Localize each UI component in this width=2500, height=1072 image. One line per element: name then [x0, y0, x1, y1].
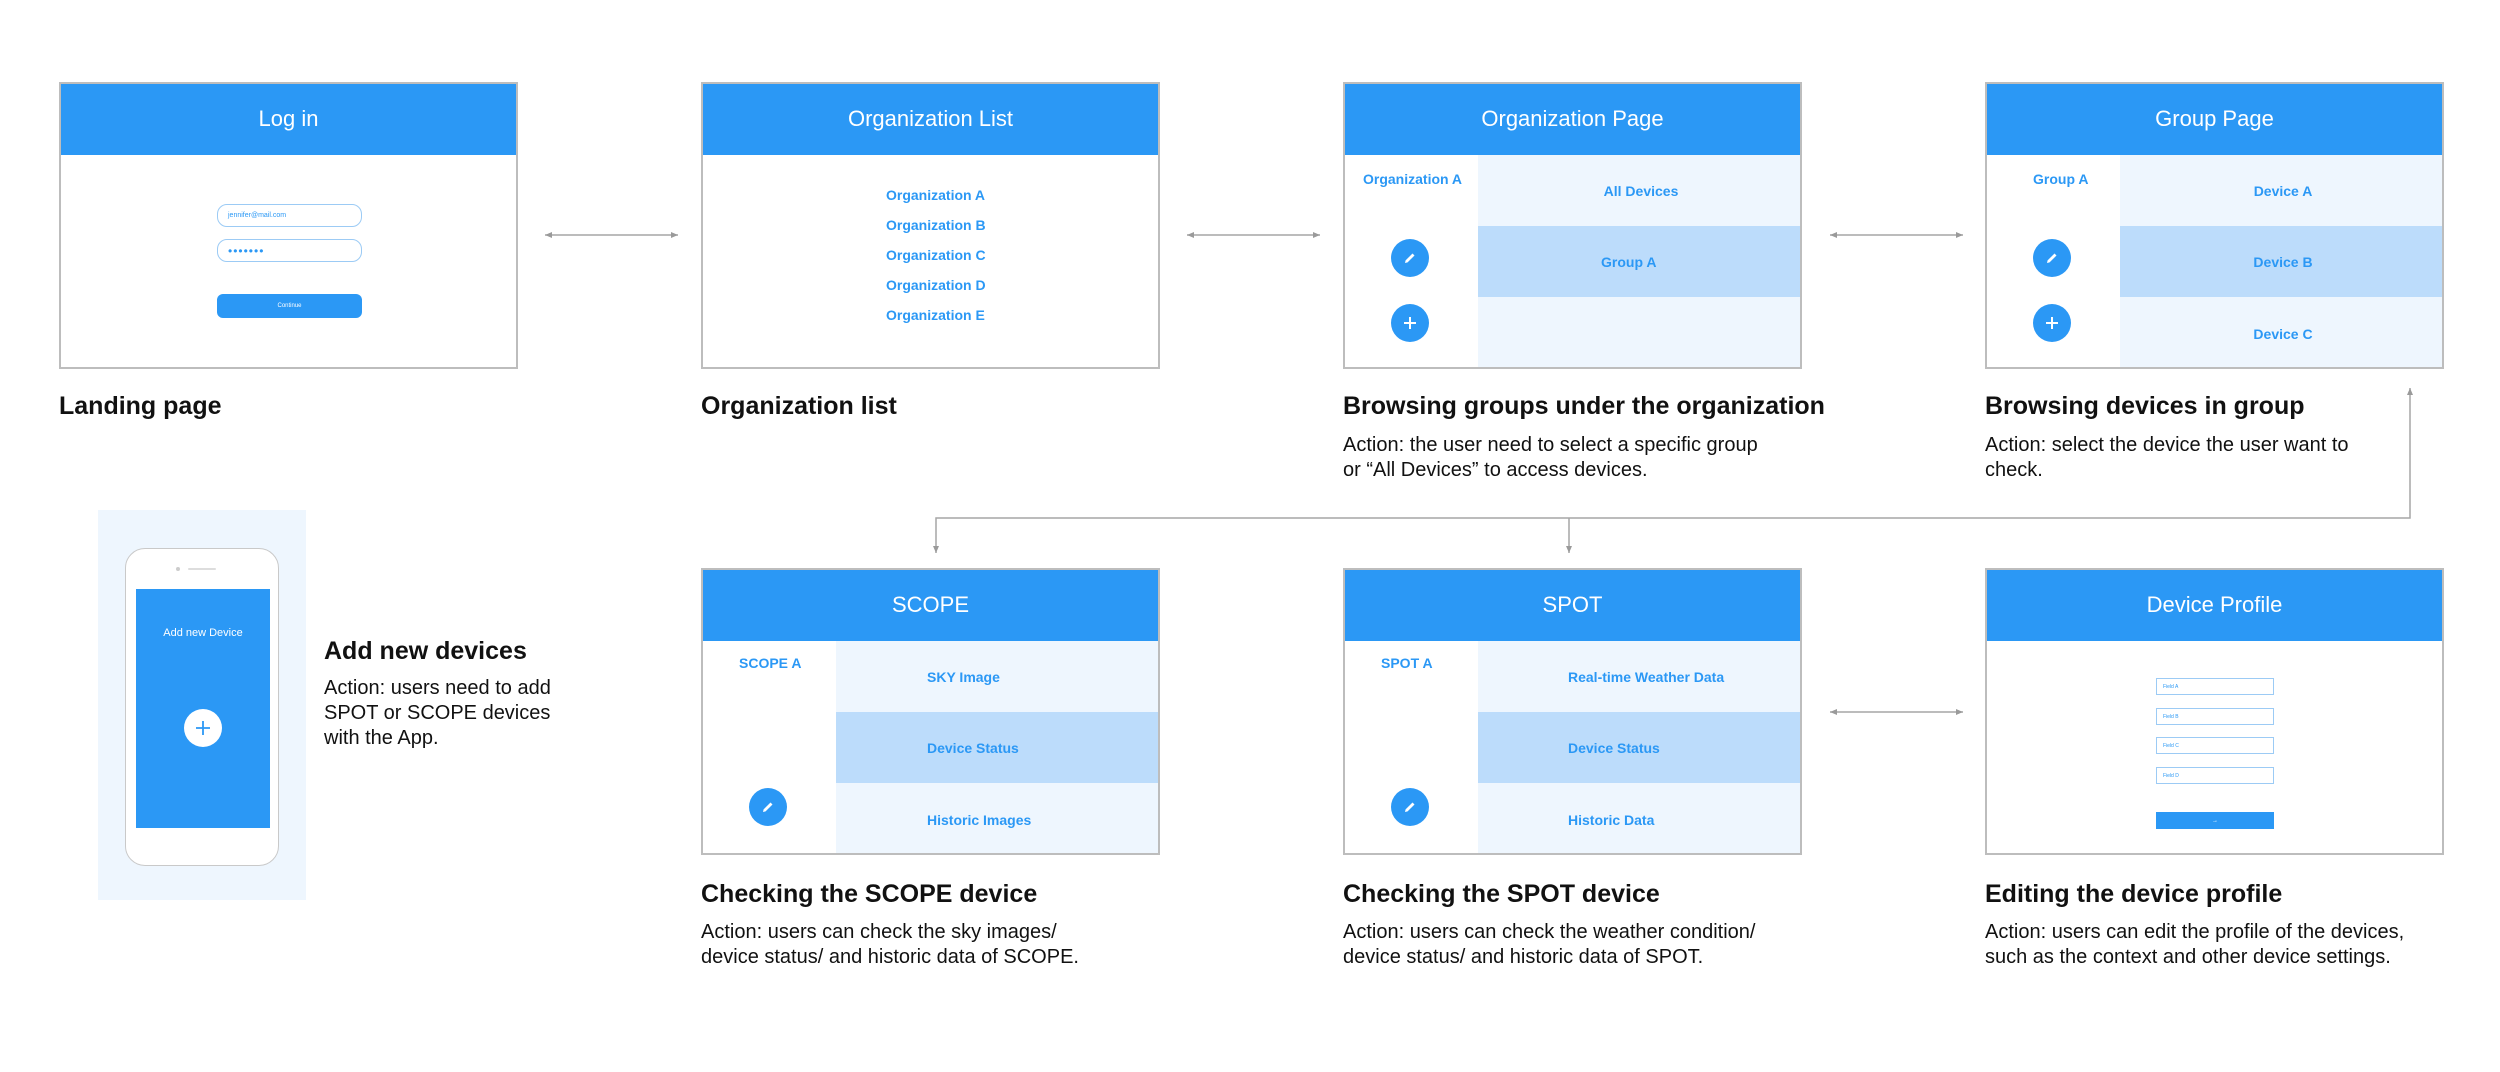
phone-caption: Add new devices — [324, 637, 527, 665]
row-weather-data[interactable]: Real-time Weather Data — [1478, 641, 1800, 712]
grouppage-desc: Action: select the device the user want … — [1985, 434, 2349, 481]
row-empty — [1478, 297, 1800, 367]
profile-field-c[interactable]: Field C — [2156, 737, 2274, 754]
phone-add-button[interactable] — [184, 709, 222, 747]
profile-field-d[interactable]: Field D — [2156, 767, 2274, 784]
spot-desc: Action: users can check the weather cond… — [1343, 921, 1756, 968]
row-device-a[interactable]: Device A — [2120, 155, 2442, 226]
org-item-d[interactable]: Organization D — [886, 277, 986, 293]
profile-submit-button[interactable]: → — [2156, 812, 2274, 829]
edit-button[interactable] — [1391, 788, 1429, 826]
row-device-status[interactable]: Device Status — [1478, 712, 1800, 783]
phone-panel: Add new Device — [98, 510, 306, 900]
org-item-a[interactable]: Organization A — [886, 187, 986, 203]
password-field[interactable]: ••••••• — [217, 239, 362, 262]
spot-header: SPOT — [1345, 570, 1800, 641]
profile-field-a[interactable]: Field A — [2156, 678, 2274, 695]
phone-camera-icon — [176, 567, 180, 571]
edit-button[interactable] — [1391, 239, 1429, 277]
pencil-icon — [763, 802, 773, 812]
pencil-icon — [1405, 253, 1415, 263]
profile-screen: Device Profile Field A Field B Field C F… — [1985, 568, 2444, 855]
pencil-icon — [2047, 253, 2057, 263]
add-button[interactable] — [2033, 304, 2071, 342]
login-header: Log in — [61, 84, 516, 155]
row-all-devices[interactable]: All Devices — [1478, 155, 1800, 226]
scope-header: SCOPE — [703, 570, 1158, 641]
continue-button[interactable]: Continue — [217, 294, 362, 318]
profile-field-b[interactable]: Field B — [2156, 708, 2274, 725]
profile-header: Device Profile — [1987, 570, 2442, 641]
org-item-c[interactable]: Organization C — [886, 247, 986, 263]
grouppage-screen: Group Page Group A Device A Device B Dev… — [1985, 82, 2444, 369]
spot-side-label: SPOT A — [1381, 655, 1433, 671]
org-item-e[interactable]: Organization E — [886, 307, 985, 323]
scope-screen: SCOPE SCOPE A SKY Image Device Status Hi… — [701, 568, 1160, 855]
grouppage-side-label: Group A — [2033, 171, 2089, 187]
grouppage-caption: Browsing devices in group — [1985, 392, 2305, 420]
plus-icon — [196, 721, 210, 735]
orglist-caption: Organization list — [701, 392, 897, 420]
login-caption: Landing page — [59, 392, 222, 420]
row-device-c[interactable]: Device C — [2120, 297, 2442, 367]
orgpage-side-label: Organization A — [1363, 171, 1463, 187]
phone-speaker-icon — [188, 568, 216, 570]
scope-desc: Action: users can check the sky images/ … — [701, 921, 1079, 968]
row-historic-data[interactable]: Historic Data — [1478, 783, 1800, 853]
row-group-a[interactable]: Group A — [1478, 226, 1800, 297]
grouppage-header: Group Page — [1987, 84, 2442, 155]
scope-side-label: SCOPE A — [739, 655, 802, 671]
row-historic-images[interactable]: Historic Images — [836, 783, 1158, 853]
profile-caption: Editing the device profile — [1985, 880, 2283, 908]
phone-desc: Action: users need to add SPOT or SCOPE … — [324, 677, 551, 749]
plus-icon — [2046, 317, 2058, 329]
spot-caption: Checking the SPOT device — [1343, 880, 1660, 908]
login-screen: Log in jennifer@mail.com ••••••• Continu… — [59, 82, 518, 369]
arrow-group-to-devices — [933, 388, 2413, 553]
email-field[interactable]: jennifer@mail.com — [217, 204, 362, 227]
add-button[interactable] — [1391, 304, 1429, 342]
profile-desc: Action: users can edit the profile of th… — [1985, 921, 2405, 968]
org-item-b[interactable]: Organization B — [886, 217, 986, 233]
orgpage-caption: Browsing groups under the organization — [1343, 392, 1825, 420]
orgpage-desc: Action: the user need to select a specif… — [1343, 434, 1758, 481]
row-sky-image[interactable]: SKY Image — [836, 641, 1158, 712]
pencil-icon — [1405, 802, 1415, 812]
orgpage-header: Organization Page — [1345, 84, 1800, 155]
phone-screen-title: Add new Device — [163, 627, 243, 639]
edit-button[interactable] — [749, 788, 787, 826]
phone-body: Add new Device — [125, 548, 279, 866]
spot-screen: SPOT SPOT A Real-time Weather Data Devic… — [1343, 568, 1802, 855]
phone-screen: Add new Device — [136, 589, 270, 828]
row-device-status[interactable]: Device Status — [836, 712, 1158, 783]
orgpage-screen: Organization Page Organization A All Dev… — [1343, 82, 1802, 369]
edit-button[interactable] — [2033, 239, 2071, 277]
plus-icon — [1404, 317, 1416, 329]
orglist-screen: Organization List Organization A Organiz… — [701, 82, 1160, 369]
orglist-header: Organization List — [703, 84, 1158, 155]
scope-caption: Checking the SCOPE device — [701, 880, 1038, 908]
row-device-b[interactable]: Device B — [2120, 226, 2442, 297]
